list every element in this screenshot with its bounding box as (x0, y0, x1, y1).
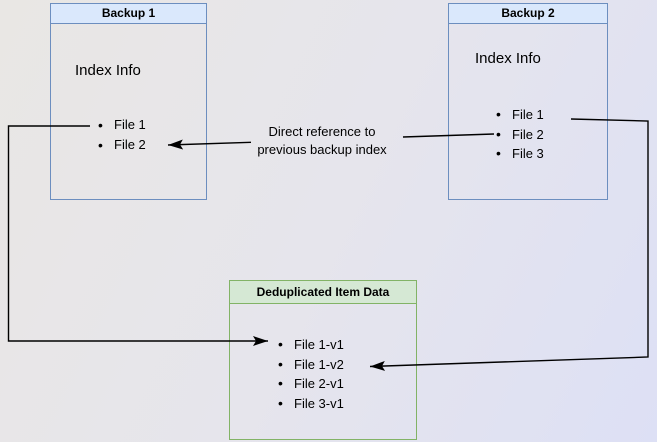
dedup-file-list: File 1-v1 File 1-v2 File 2-v1 File 3-v1 (277, 335, 344, 413)
dedup-header: Deduplicated Item Data (230, 281, 416, 304)
list-item: File 1-v2 (277, 355, 344, 375)
backup1-index-info-label: Index Info (75, 62, 141, 79)
list-item: File 2-v1 (277, 374, 344, 394)
list-item: File 1 (495, 105, 544, 125)
backup1-file-list: File 1 File 2 (97, 115, 146, 155)
dedup-title: Deduplicated Item Data (256, 285, 390, 299)
backup2-title: Backup 2 (501, 6, 555, 20)
direct-reference-label-line2: previous backup index (257, 141, 387, 157)
direct-reference-label-line1: Direct reference to (268, 124, 376, 139)
list-item: File 1-v1 (277, 335, 344, 355)
dedup-box: Deduplicated Item Data (229, 280, 417, 440)
direct-reference-label: Direct reference to previous backup inde… (230, 123, 414, 158)
backup2-box: Backup 2 (448, 3, 608, 200)
backup1-header: Backup 1 (51, 4, 206, 24)
list-item: File 3-v1 (277, 394, 344, 414)
backup2-file-list: File 1 File 2 File 3 (495, 105, 544, 164)
list-item: File 1 (97, 115, 146, 135)
list-item: File 2 (495, 125, 544, 145)
backup2-index-info-label: Index Info (475, 50, 541, 67)
backup1-box: Backup 1 (50, 3, 207, 200)
list-item: File 2 (97, 135, 146, 155)
backup1-title: Backup 1 (101, 6, 156, 20)
backup2-header: Backup 2 (449, 4, 607, 24)
list-item: File 3 (495, 144, 544, 164)
